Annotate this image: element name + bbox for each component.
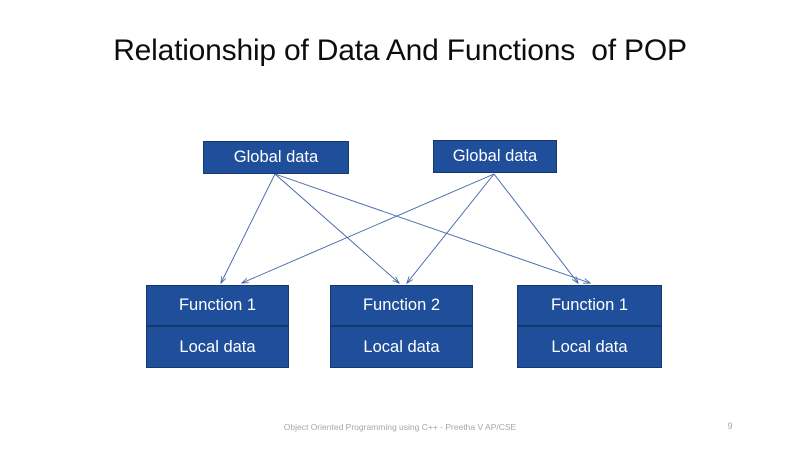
connector-g1-f1	[221, 173, 276, 283]
function-box-2[interactable]: Function 2 Local data	[330, 285, 473, 368]
function-box-3[interactable]: Function 1 Local data	[517, 285, 662, 368]
function-box-1[interactable]: Function 1 Local data	[146, 285, 289, 368]
global-data-box-1[interactable]: Global data	[203, 141, 349, 174]
local-data-label-2: Local data	[363, 337, 440, 356]
connector-g2-f3	[493, 173, 578, 283]
connector-g1-f3	[274, 173, 590, 283]
local-data-label-3: Local data	[551, 337, 628, 356]
page-number: 9	[727, 421, 733, 431]
connector-g1-f2	[274, 173, 399, 283]
global-data-label-1: Global data	[233, 148, 319, 166]
function-title-2: Function 2	[331, 286, 472, 327]
global-data-label-2: Global data	[452, 147, 538, 165]
page-title: Relationship of Data And Functions of PO…	[113, 34, 687, 67]
function-title-3: Function 1	[518, 286, 661, 327]
connector-g2-f2	[407, 173, 495, 283]
footer-note: Object Oriented Programming using C++ - …	[283, 422, 517, 432]
function-title-1: Function 1	[147, 286, 288, 327]
global-data-box-2[interactable]: Global data	[433, 140, 557, 173]
connector-g2-f1	[242, 173, 495, 283]
local-data-label-1: Local data	[179, 337, 256, 356]
